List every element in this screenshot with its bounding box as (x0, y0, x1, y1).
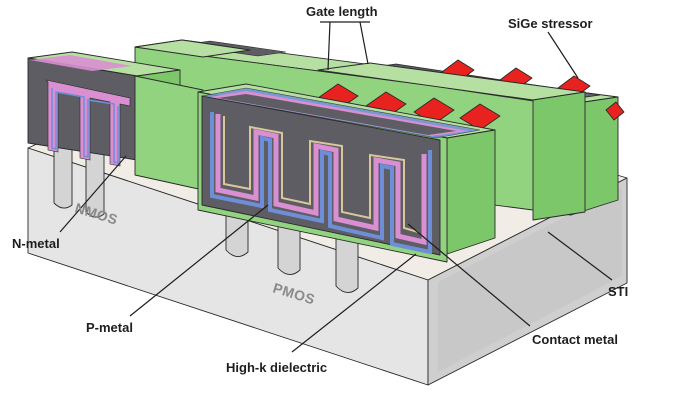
middle-gate-front (134, 75, 204, 191)
gate-length-leader-right (359, 21, 369, 65)
sti-region (438, 188, 622, 372)
pmos-n-metal-layer (215, 114, 427, 246)
sti-leader (547, 231, 613, 281)
pmos-gate-stack (197, 83, 496, 263)
contact-metal-leader (407, 223, 531, 327)
high-k-leader (291, 253, 417, 353)
p-metal-leader (129, 204, 269, 317)
pmos-high-k-layer (223, 116, 419, 233)
sige-stressor-label: SiGe stressor (508, 16, 593, 31)
pmos-top-metal-center (218, 94, 456, 135)
leader-lines (59, 21, 613, 353)
high-k-dielectric-label: High-k dielectric (226, 360, 327, 375)
p-metal-label: P-metal (86, 320, 133, 335)
n-metal-label: N-metal (12, 236, 60, 251)
pmos-gate-right (446, 129, 496, 255)
contact-metal-label: Contact metal (532, 332, 618, 347)
middle-gate-top (134, 39, 251, 58)
nmos-top-stripe (30, 55, 132, 71)
middle-gate-stack (134, 39, 251, 191)
gate-length-label: Gate length (306, 4, 378, 19)
nmos-blue-layer (51, 88, 119, 164)
sige-diamond-8 (605, 101, 625, 121)
n-metal-leader (59, 155, 127, 233)
gate-length-leader-left (327, 21, 331, 71)
pmos-p-metal-layer (210, 112, 432, 255)
right-gate-front-face (532, 91, 586, 221)
right-gate (317, 62, 586, 221)
sti-label: STI (608, 284, 628, 299)
sige-leader (547, 31, 579, 79)
